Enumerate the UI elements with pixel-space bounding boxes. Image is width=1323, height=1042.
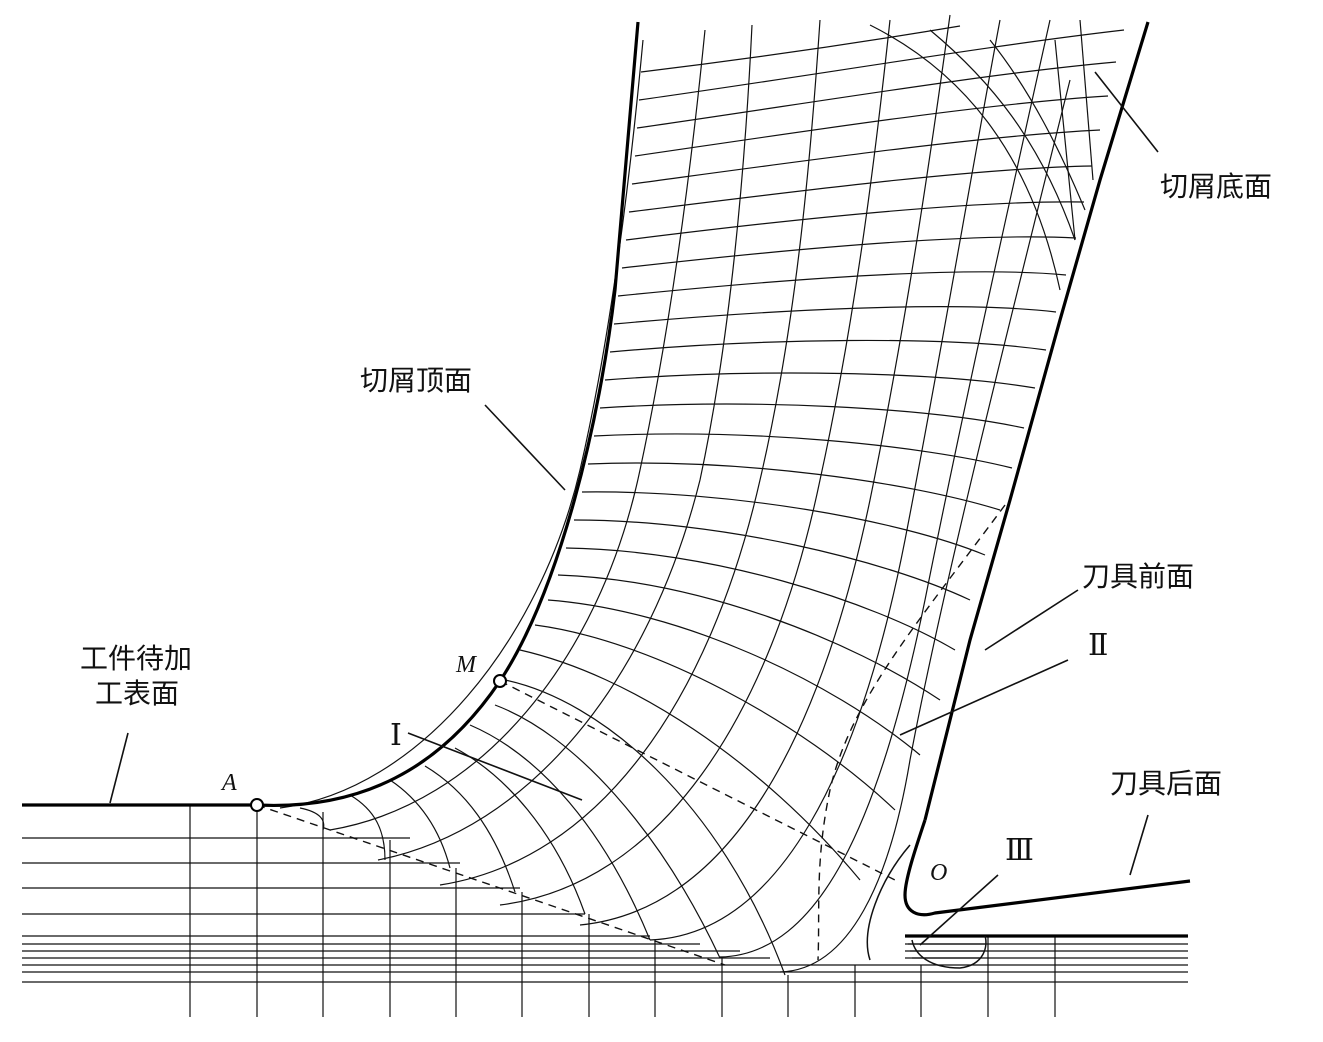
chip-cross-line [599,403,1025,429]
chip-cross-line [573,519,971,601]
chip-cross-line [609,339,1047,353]
chip-flow-line [649,19,1001,941]
chip-flow-line [499,19,891,906]
chip-flow-line [439,19,821,886]
label-chip-bottom: 切屑底面 [1160,170,1272,203]
zone-3-blob [911,935,987,969]
bold-outlines [22,21,1191,969]
chip-cross-line [565,547,956,651]
point-markers [250,674,507,812]
chip-cross-line [557,574,941,701]
chip-cross-line [504,679,786,976]
leader-flank-face [1129,814,1149,876]
chip-cross-line [621,236,1077,269]
chip-cross-line [299,807,325,831]
chip-cross-line [519,649,861,881]
chip-top-surface [256,21,640,808]
chip-cross-line [989,39,1086,211]
label-point-a: A [220,770,237,796]
leader-zone-1 [407,732,583,801]
chip-cross-line [628,165,1093,213]
chip-cross-line [469,724,651,941]
chip-flow-line [1054,39,1076,241]
chip-cross-line [640,25,961,73]
chip-cross-line [547,599,921,756]
chip-cross-line [581,491,986,556]
shear-zone-boundaries [256,504,1006,966]
chip-cross-line [424,765,516,893]
chip-cross-line [636,61,1117,129]
leader-chip-top [484,404,566,491]
text-labels: 切屑底面 切屑顶面 刀具前面 刀具后面 工件待加 工表面 Ⅰ Ⅱ Ⅲ A M O [80,170,1272,886]
chip-cross-line [625,201,1085,241]
leader-rake-face [984,589,1079,651]
leader-chip-bottom [1094,71,1159,153]
chip-cross-line [389,779,451,869]
point-a-marker [250,798,264,812]
chip-cross-line [634,95,1109,157]
leader-zone-3 [919,874,999,946]
chip-cross-line [494,704,721,959]
shear-plane-upper-dashed [499,680,896,881]
label-zone-1: Ⅰ [390,718,402,753]
chip-cross-line [593,433,1013,469]
chip-cross-line [631,129,1101,185]
chip-cross-line [929,29,1076,241]
leader-lines [109,71,1159,946]
chip-cross-line [613,306,1057,325]
point-m-marker [493,674,507,688]
chip-transverse-lines [299,24,1125,976]
chip-flow-line [377,24,753,861]
chip-flow-lines [279,14,1094,973]
chip-root-curve [866,844,911,961]
chip-cross-line [617,271,1067,297]
secondary-shear-dashed [817,504,1006,961]
label-chip-top: 切屑顶面 [360,364,472,397]
chip-flow-line [779,79,1071,973]
chip-cross-line [638,29,1125,101]
label-workpiece-surface-line2: 工表面 [95,677,179,710]
chip-cross-line [869,24,1061,291]
label-tool-rake-face: 刀具前面 [1082,560,1194,593]
chip-cross-line [349,794,386,861]
label-zone-2: Ⅱ [1088,628,1108,663]
chip-flow-line [329,29,706,831]
chip-flow-line [1079,19,1094,181]
tool-nose-flank [903,819,1191,917]
label-point-m: M [455,652,478,678]
chip-cross-line [454,747,586,915]
label-tool-flank-face: 刀具后面 [1110,767,1222,800]
chip-flow-line [279,39,644,809]
chip-cross-line [587,462,1001,511]
tool-rake-face [923,21,1150,821]
chip-cross-line [604,372,1036,389]
label-workpiece-surface-line1: 工件待加 [80,642,192,675]
chip-cross-line [534,624,896,811]
label-zone-3: Ⅲ [1005,833,1034,868]
chip-flow-line [579,14,951,926]
leader-zone-2 [899,659,1069,736]
chip-flow-line [719,19,1051,958]
shear-plane-lower-dashed [256,804,726,966]
leader-workpiece-surface [109,732,129,804]
label-point-o: O [930,860,947,886]
